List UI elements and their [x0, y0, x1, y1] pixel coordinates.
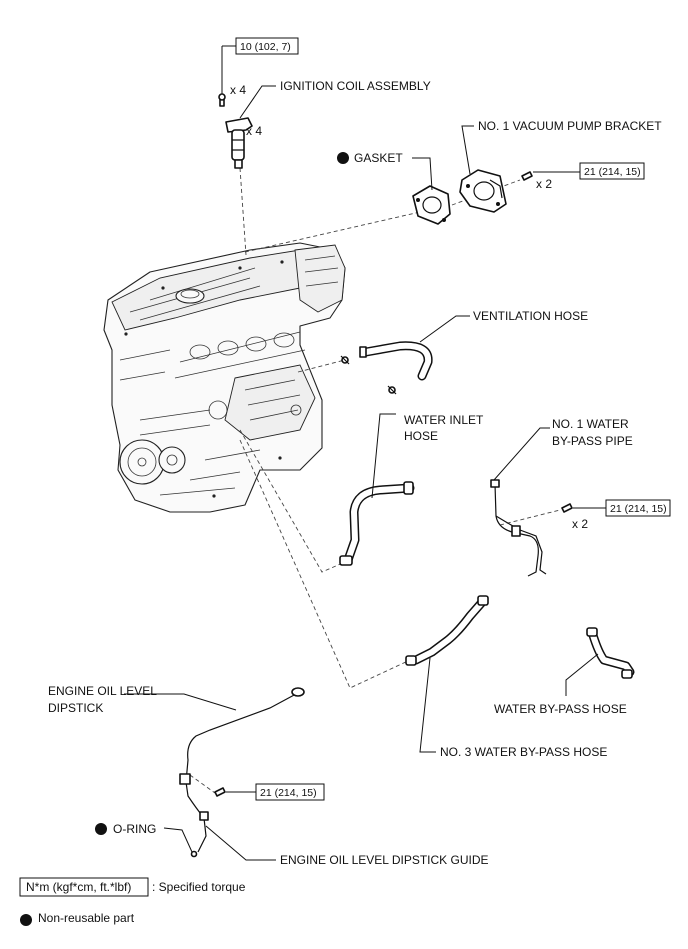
legend-nonreusable-text: Non-reusable part	[38, 911, 135, 925]
dipstick-guide-leader	[205, 825, 276, 861]
legend: N*m (kgf*cm, ft.*lbf) : Specified torque…	[19, 877, 246, 926]
bypass-pipe-label-line1: NO. 1 WATER	[552, 417, 629, 431]
gasket-illustration	[412, 185, 451, 225]
o-ring-leader	[163, 827, 193, 853]
pipe-bolt-torque: 21 (214, 15)	[561, 499, 671, 517]
guide-bolt-torque-value: 21 (214, 15)	[260, 787, 317, 799]
no3-bypass-hose-leader	[419, 657, 436, 753]
water-bypass-hose-illustration	[586, 627, 635, 679]
ignition-coil-quantity: x 4	[246, 124, 262, 138]
o-ring-nonreusable-icon	[95, 823, 107, 835]
engine-assembly-illustration	[103, 242, 346, 513]
dipstick-illustration	[185, 687, 305, 783]
ventilation-hose-illustration	[340, 341, 433, 395]
gasket-label: GASKET	[354, 151, 403, 165]
legend-torque-text: : Specified torque	[152, 880, 246, 894]
water-inlet-hose-label-line2: HOSE	[404, 429, 438, 443]
water-inlet-hose-illustration	[339, 481, 415, 566]
dipstick-label-line2: DIPSTICK	[48, 701, 103, 715]
bypass-hose-label: WATER BY-PASS HOSE	[494, 702, 627, 716]
vacuum-bracket-label: NO. 1 VACUUM PUMP BRACKET	[478, 119, 662, 133]
ventilation-hose-label: VENTILATION HOSE	[473, 309, 588, 323]
water-inlet-hose-leader	[371, 413, 396, 499]
legend-torque-units: N*m (kgf*cm, ft.*lbf)	[26, 880, 131, 894]
no1-water-bypass-pipe-illustration	[490, 479, 547, 577]
legend-nonreusable-icon	[20, 914, 32, 926]
dipstick-guide-illustration	[179, 773, 209, 858]
ventilation-hose-leader	[419, 315, 470, 343]
bypass-pipe-leader	[493, 427, 550, 481]
bypass-pipe-label-line2: BY-PASS PIPE	[552, 434, 633, 448]
legend-torque-box	[19, 877, 149, 897]
dipstick-label-line1: ENGINE OIL LEVEL	[48, 684, 157, 698]
ignition-coil-illustration	[218, 93, 253, 169]
vacuum-bolt-torque-value: 21 (214, 15)	[584, 166, 641, 178]
ignition-bolt-torque-value: 10 (102, 7)	[240, 41, 291, 53]
ignition-coil-label: IGNITION COIL ASSEMBLY	[280, 79, 431, 93]
dipstick-guide-label: ENGINE OIL LEVEL DIPSTICK GUIDE	[280, 853, 489, 867]
gasket-nonreusable-icon	[337, 152, 349, 164]
vacuum-bolt-torque: 21 (214, 15)	[521, 162, 645, 181]
gasket-leader	[412, 157, 433, 191]
o-ring-label: O-RING	[113, 822, 156, 836]
pipe-bolt-quantity: x 2	[572, 517, 588, 531]
vacuum-pump-bracket-illustration	[459, 169, 507, 213]
ignition-bolt-torque: 10 (102, 7)	[221, 37, 299, 94]
ignition-bolt-quantity: x 4	[230, 83, 246, 97]
pipe-bolt-torque-value: 21 (214, 15)	[610, 503, 667, 515]
no3-water-bypass-hose-illustration	[405, 595, 489, 666]
bypass-hose-leader	[565, 653, 599, 696]
no3-bypass-hose-label: NO. 3 WATER BY-PASS HOSE	[440, 745, 607, 759]
water-inlet-hose-label-line1: WATER INLET	[404, 413, 484, 427]
dipstick-leader	[124, 693, 237, 711]
guide-bolt-torque: 21 (214, 15)	[214, 783, 325, 801]
ignition-coil-leader	[239, 85, 276, 119]
vacuum-bracket-leader	[461, 125, 474, 175]
vacuum-bolt-quantity: x 2	[536, 177, 552, 191]
